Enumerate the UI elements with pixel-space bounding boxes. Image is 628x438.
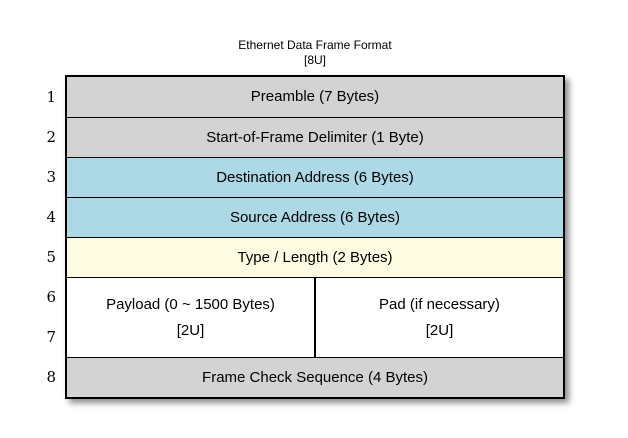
field-label: Frame Check Sequence (4 Bytes): [202, 368, 428, 386]
row-number: 7: [46, 328, 56, 346]
row-number: 5: [46, 248, 56, 266]
field-sublabel: [2U]: [176, 321, 205, 339]
field-label: Pad (if necessary): [379, 295, 500, 313]
diagram-title: Ethernet Data Frame Format: [238, 38, 392, 52]
frame-row: Destination Address (6 Bytes): [67, 157, 563, 197]
row-number: 3: [46, 168, 56, 186]
frame-row: Frame Check Sequence (4 Bytes): [67, 357, 563, 397]
row-number: 1: [46, 88, 56, 106]
frame-row: Start-of-Frame Delimiter (1 Byte): [67, 117, 563, 157]
frame-table: Preamble (7 Bytes) Start-of-Frame Delimit…: [65, 75, 565, 399]
diagram-subtitle: [8U]: [303, 53, 326, 67]
field-label: Preamble (7 Bytes): [250, 88, 380, 105]
frame-row: Payload (0 ~ 1500 Bytes)[2U]Pad (if nece…: [67, 277, 563, 357]
diagram-title-block: Ethernet Data Frame Format [8U]: [65, 38, 565, 68]
frame-row: Preamble (7 Bytes): [67, 77, 563, 117]
field-label: Source Address (6 Bytes): [229, 208, 401, 226]
row-numbers-gutter: 1 2 3 4 5 6 7 8: [18, 77, 56, 397]
frame-field-cell: Payload (0 ~ 1500 Bytes) [2U]: [67, 278, 314, 357]
frame-field-cell: Type / Length (2 Bytes): [67, 238, 563, 277]
frame-field-cell: Frame Check Sequence (4 Bytes): [67, 358, 563, 397]
field-label: Type / Length (2 Bytes): [237, 248, 393, 266]
frame-field-cell: Source Address (6 Bytes): [67, 198, 563, 237]
field-label: Destination Address (6 Bytes): [216, 168, 414, 186]
field-label: Start-of-Frame Delimiter (1 Byte): [206, 128, 424, 146]
frame-row: Type / Length (2 Bytes): [67, 237, 563, 277]
frame-field-cell: Start-of-Frame Delimiter (1 Byte): [67, 118, 563, 157]
field-sublabel: [2U]: [425, 321, 454, 339]
frame-field-cell: Preamble (7 Bytes): [67, 77, 563, 117]
row-number: 6: [46, 288, 56, 306]
frame-field-cell: Pad (if necessary) [2U]: [314, 278, 563, 357]
row-number: 2: [46, 128, 56, 146]
row-number: 8: [46, 368, 56, 386]
frame-row: Source Address (6 Bytes): [67, 197, 563, 237]
frame-field-cell: Destination Address (6 Bytes): [67, 158, 563, 197]
row-number: 4: [46, 208, 56, 226]
field-label: Payload (0 ~ 1500 Bytes): [106, 295, 275, 313]
